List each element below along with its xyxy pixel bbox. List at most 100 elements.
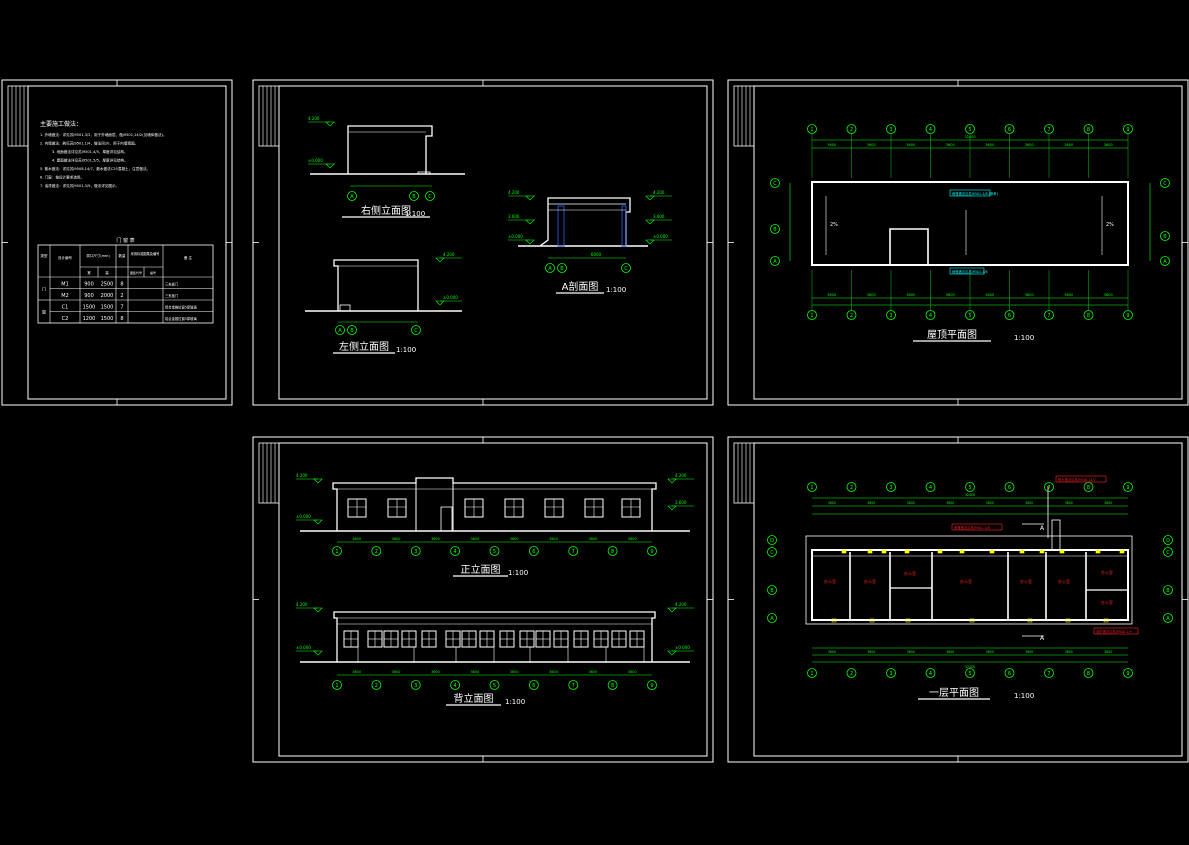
axis-label: C [414, 328, 418, 334]
slope-label: 2% [830, 222, 838, 228]
axis-bubble [371, 680, 382, 690]
level-value: 4.200 [308, 116, 320, 121]
axis-label: 7 [1047, 127, 1050, 133]
axis-label: B [1166, 588, 1170, 594]
drawing-scale: 1:100 [396, 346, 416, 354]
note-line: 7. 油漆做法：详见苏J9501,3/9，做法详见图示。 [40, 183, 119, 188]
axis-label: A [350, 194, 354, 200]
callout-box [1055, 475, 1107, 483]
dimension-value: 3600 [1025, 143, 1034, 147]
plan-callout: 雨篷做法见苏J9501-1/8 [954, 525, 990, 530]
axis-bubble [1160, 256, 1170, 266]
table-group: 窗 [42, 309, 46, 315]
axis-label: 5 [493, 549, 496, 555]
axis-label: A [548, 266, 552, 272]
axis-bubble [886, 124, 896, 134]
level-value: ±0.000 [296, 514, 311, 519]
level-mark [667, 650, 677, 656]
room-label: 办公室 [1020, 578, 1032, 584]
axis-bubble [886, 310, 896, 320]
window-mark [831, 618, 837, 623]
level-mark [525, 239, 535, 245]
callout-box [949, 267, 985, 275]
dimension-value: 3600 [946, 293, 955, 297]
axis-label: 9 [1126, 127, 1129, 133]
table-cell-qty: 8 [120, 316, 123, 322]
axis-label: 1 [810, 485, 813, 491]
axis-label: A [1163, 259, 1167, 265]
room-label: 办公室 [1058, 578, 1070, 584]
sheet-border [252, 436, 714, 763]
axis-label: 4 [454, 683, 457, 689]
table-header: 宽 [87, 270, 91, 275]
room-label: 办公室 [1101, 599, 1113, 605]
dimension-value: 3600 [828, 650, 836, 654]
drawing-title: 右侧立面图 [361, 204, 411, 217]
room-label: 办公室 [904, 570, 916, 576]
building-outline [333, 259, 419, 311]
note-line: 3. 地面做法详见苏J9501,4/5，厚度详见结构。 [52, 149, 128, 154]
drawing-title: 背立面图 [454, 692, 494, 705]
title-strip [733, 442, 755, 504]
stair-block [415, 477, 454, 532]
level-mark [435, 300, 445, 306]
dimension-value: 3600 [1104, 143, 1113, 147]
opening-mark [867, 549, 873, 554]
axis-label: 9 [650, 683, 653, 689]
exterior-walls [811, 549, 1129, 621]
callout-box [1093, 627, 1139, 635]
note-line: 5. 散水做法：详见苏J9508,14/7，散水做法C25混凝土，注意做法。 [40, 166, 150, 171]
table-header: 备 注 [184, 255, 193, 260]
sheet-inner-border [278, 442, 708, 757]
table-cell-width: 900 [84, 282, 94, 288]
dimension-value: 3600 [352, 670, 361, 674]
table-cell-remark: 铝合金推拉窗5厚玻璃 [165, 305, 197, 310]
axis-bubble [1083, 668, 1094, 678]
entrance-door [440, 506, 453, 532]
level-value: 4.200 [296, 473, 308, 478]
opening-mark [937, 549, 943, 554]
dimension-value: 3600 [907, 650, 915, 654]
level-mark [667, 505, 677, 511]
axis-label: 1 [335, 549, 338, 555]
drawing-title: A剖面图 [562, 280, 599, 293]
level-value: 4.200 [675, 602, 687, 607]
axis-bubble [807, 668, 817, 678]
dimension-value: 3600 [510, 670, 519, 674]
axis-bubble [489, 546, 500, 556]
floor-plan: 1122334455667788993600360036003600360036… [767, 475, 1173, 700]
axis-bubble [807, 310, 817, 320]
axis-bubble [335, 325, 345, 335]
table-cell-code: C2 [62, 316, 69, 322]
drawing-title: 正立面图 [461, 563, 501, 576]
dimension-value: 3600 [549, 537, 558, 541]
axis-label: 5 [493, 683, 496, 689]
table-cell-height: 2500 [101, 282, 114, 288]
sheet-border [727, 79, 1189, 406]
axis-label: 7 [1047, 671, 1050, 677]
level-value: ±0.000 [443, 295, 458, 300]
axis-label: B [560, 266, 564, 272]
roof-callout: 雨篷做法见苏J9501-1/8 [952, 269, 988, 274]
axis-bubble [965, 124, 975, 134]
apron-outline [805, 535, 1133, 625]
back-outline [333, 611, 656, 662]
axis-label: 6 [532, 549, 535, 555]
axis-bubble [965, 482, 975, 492]
axis-label: 6 [1008, 313, 1011, 319]
axis-bubble [1163, 613, 1173, 623]
room-label: 办公室 [1101, 569, 1113, 575]
callout-box [951, 523, 1003, 531]
axis-label: 9 [1126, 485, 1129, 491]
level-value: 4.200 [675, 473, 687, 478]
dimension-value: 3600 [1064, 293, 1073, 297]
door-window-table [37, 244, 214, 324]
axis-bubble [528, 546, 539, 556]
dimension-value: 3600 [628, 670, 637, 674]
axis-bubble [1123, 668, 1133, 678]
axis-label: 1 [335, 683, 338, 689]
